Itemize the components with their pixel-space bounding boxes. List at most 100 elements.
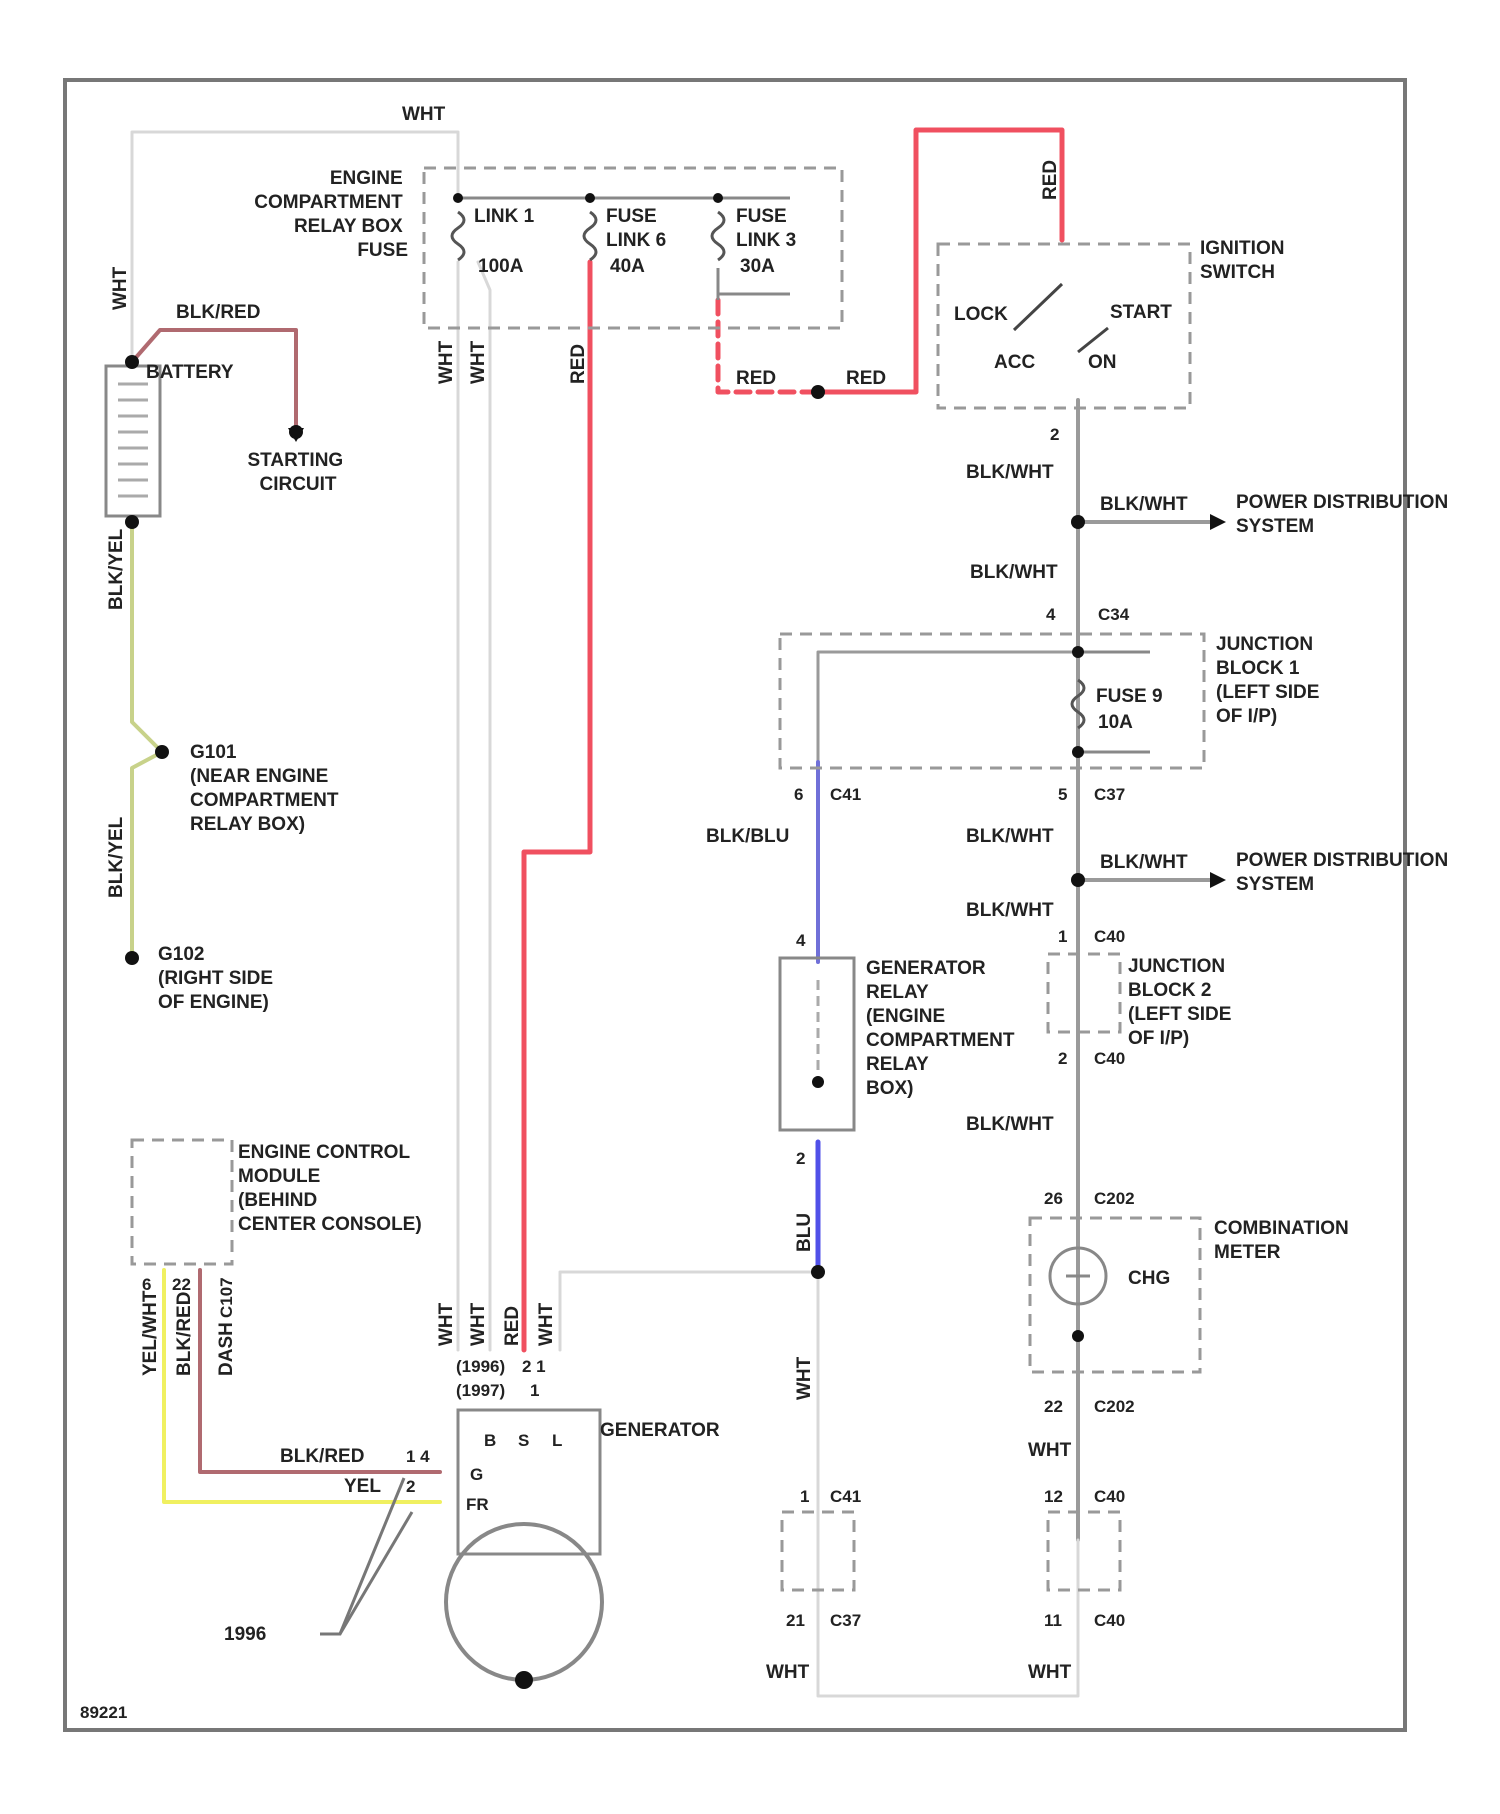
fuse9-label: FUSE 9 10A [1096,686,1168,733]
wire-label-blkred-gen: BLK/RED [280,1446,364,1467]
wire-label-dash: DASH [216,1322,237,1376]
busbar-node-2 [585,193,595,203]
link3-fuse-element [712,212,724,260]
wire-label-wht-link1-b: WHT [468,340,489,384]
wire-label-red-dash-b: RED [846,368,886,389]
ignition-blade-upper [1014,284,1062,330]
pin-ign-2: 2 [1050,425,1059,444]
wire-red-link6-generator [524,262,590,1350]
pin-c41: C41 [830,785,861,804]
wire-label-red-ignition: RED [1040,160,1061,200]
generator-terminal-l: L [552,1431,562,1450]
splice-wht-l [811,1265,825,1279]
starting-circuit-label: STARTING CIRCUIT [248,450,349,495]
pin-c37-b: C37 [830,1611,861,1630]
wire-label-blkred-ecm: BLK/RED [174,1292,195,1376]
wire-label-blkyel-1: BLK/YEL [106,528,127,610]
relay-box-label: ENGINE COMPARTMENT RELAY BOX FUSE [254,168,408,261]
wire-label-blkwht-2: BLK/WHT [970,562,1058,583]
wire-label-blkwht-pd1: BLK/WHT [1100,494,1188,515]
ignition-switch-label: IGNITION SWITCH [1200,238,1290,283]
chg-label: CHG [1128,1268,1170,1289]
pin-c41-b: C41 [830,1487,861,1506]
wire-label-blkyel-2: BLK/YEL [106,816,127,898]
splice-battery-top [125,355,139,369]
wire-wht-link1-b [478,262,490,1350]
relay-node [812,1076,824,1088]
ignition-start-label: START [1110,302,1172,323]
wire-blkyel-g101 [132,522,162,752]
pin-c202-b: C202 [1094,1397,1135,1416]
power-dist-label-2: POWER DISTRIBUTION SYSTEM [1236,850,1453,895]
junction-block-1-label: JUNCTION BLOCK 1 (LEFT SIDE OF I/P) [1216,634,1325,727]
generator-connector-1997: (1997) [456,1381,505,1400]
pin-gen-1: 1 [530,1381,539,1400]
link3-label: FUSE LINK 3 30A [736,206,801,277]
wire-label-yelwht: YEL/WHT [140,1290,161,1376]
pin-c34-4: 4 [1046,605,1056,624]
wire-label-red-dash-a: RED [736,368,776,389]
wire-label-yel-gen: YEL [344,1476,381,1497]
wire-label-blkwht-4: BLK/WHT [966,900,1054,921]
wire-label-blkwht-1: BLK/WHT [966,462,1054,483]
g102-label: G102 (RIGHT SIDE OF ENGINE) [158,944,278,1013]
ignition-lock-label: LOCK [954,304,1008,325]
wire-label-wht-lower: WHT [794,1356,815,1400]
splice-red-mid [811,385,825,399]
generator-terminal-fr: FR [466,1495,489,1514]
chg-node [1072,1330,1084,1342]
g101-label: G101 (NEAR ENGINE COMPARTMENT RELAY BOX) [190,742,344,835]
power-dist-label-1: POWER DISTRIBUTION SYSTEM [1236,492,1453,537]
ignition-switch-outline [938,244,1190,408]
pin-relay-2: 2 [796,1149,805,1168]
diagram-id: 89221 [80,1703,127,1722]
wire-label-blu: BLU [794,1213,815,1252]
g102-ground [125,951,139,965]
generator-terminal-s: S [518,1431,529,1450]
pin-c41-1: 1 [800,1487,809,1506]
ignition-on-label: ON [1088,352,1117,373]
wire-label-blkwht-pd2: BLK/WHT [1100,852,1188,873]
generator-connector-1996: (1996) [456,1357,505,1376]
wire-label-wht-right: WHT [1028,1440,1072,1461]
pin-gen-2: 2 [406,1477,415,1496]
wire-label-wht-link1-a: WHT [436,340,457,384]
wire-wht-battery-relaybox [132,132,458,362]
busbar-node-1 [453,193,463,203]
note-1996-leader-b [340,1512,412,1634]
wire-label-red-link6: RED [568,344,589,384]
pin-c40-d: C40 [1094,1611,1125,1630]
pin-relay-4: 4 [796,931,806,950]
pin-c37-5: 5 [1058,785,1067,804]
combination-meter-label: COMBINATION METER [1214,1218,1354,1263]
wire-label-wht-bottom-left: WHT [766,1662,810,1683]
pin-c40-c: C40 [1094,1487,1125,1506]
ecm-outline [132,1140,232,1264]
pin-c202-a: C202 [1094,1189,1135,1208]
pin-c40-a: C40 [1094,927,1125,946]
pin-c37: C37 [1094,785,1125,804]
junction-block-2-outline [1048,954,1120,1032]
wire-label-blkred-battery: BLK/RED [176,302,260,323]
pin-ecm-6: 6 [142,1275,151,1294]
wire-label-wht-top: WHT [402,104,446,125]
splice-battery-bottom [125,515,139,529]
generator-relay-label: GENERATOR RELAY (ENGINE COMPARTMENT RELA… [866,958,1020,1099]
ecm-label: ENGINE CONTROL MODULE (BEHIND CENTER CON… [238,1142,422,1235]
ecm-connector-label: C107 [217,1277,236,1318]
wire-wht-splice-generator [560,1272,818,1350]
pin-c41-6: 6 [794,785,803,804]
pin-gen-14: 1 4 [406,1447,430,1466]
wire-label-blkblu: BLK/BLU [706,826,789,847]
pin-ecm-22: 22 [172,1275,191,1294]
splice-blkwht-pd1 [1071,515,1085,529]
wire-label-wht-bottom-right: WHT [1028,1662,1072,1683]
pin-c34: C34 [1098,605,1130,624]
link1-fuse-element [452,212,464,260]
note-1996-label: 1996 [224,1624,266,1645]
pin-c40-1: 1 [1058,927,1067,946]
wire-wht-bottom-loop [818,1272,1078,1696]
ignition-blade-lower [1078,328,1108,352]
busbar-node-3 [713,193,723,203]
